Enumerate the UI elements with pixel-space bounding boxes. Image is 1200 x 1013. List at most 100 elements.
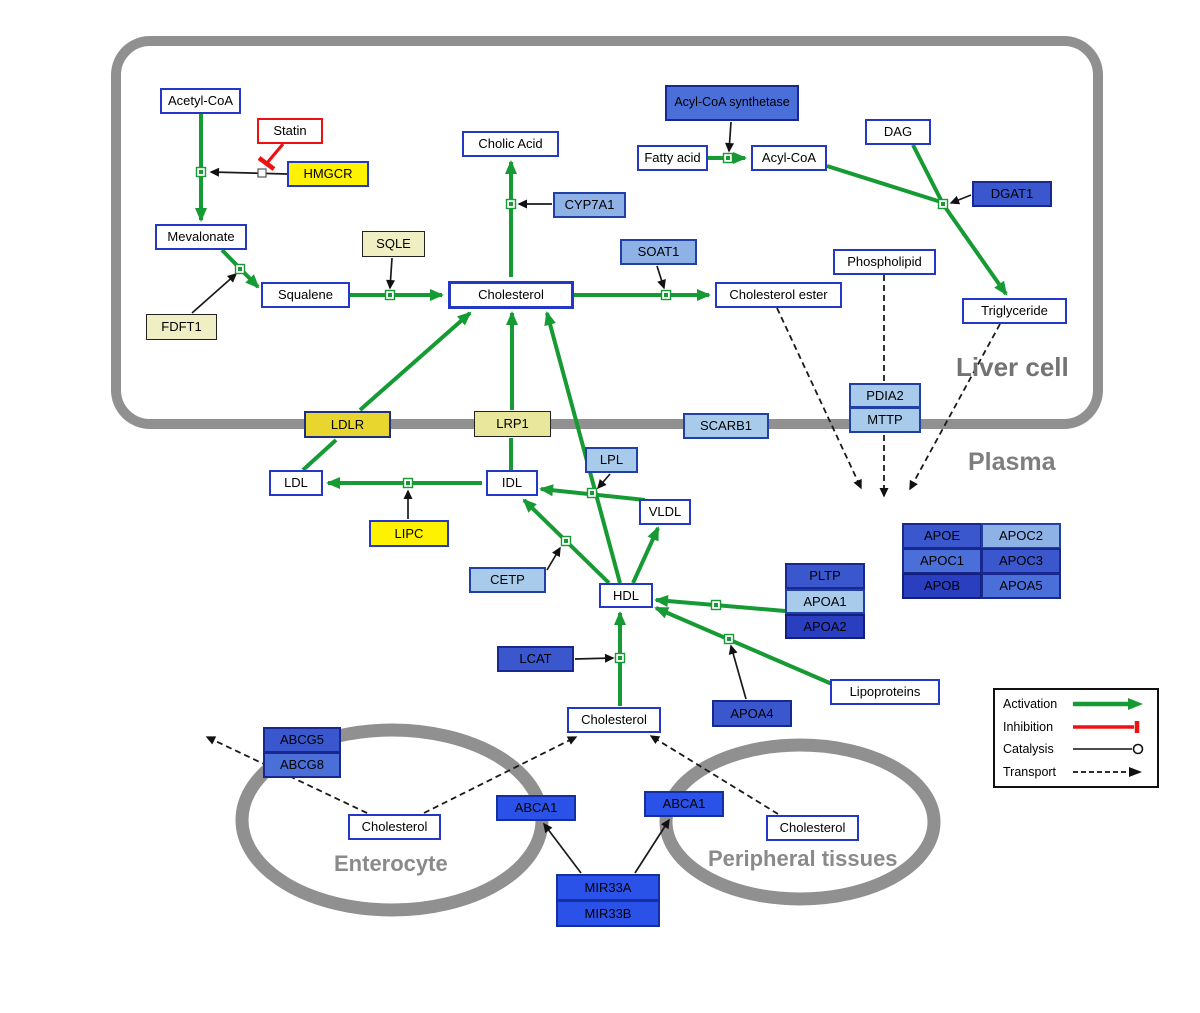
edge-mir33-abca1-enterocyte bbox=[543, 822, 582, 874]
catalysis-edges bbox=[191, 121, 972, 874]
node-acyl-coa-synthetase[interactable]: Acyl-CoA synthetase bbox=[665, 85, 799, 121]
legend-catalysis-label: Catalysis bbox=[1003, 742, 1054, 757]
edge-dgat1-catalysis bbox=[949, 194, 972, 205]
edge-ldl-ldlr bbox=[301, 438, 338, 472]
node-acyl-coa[interactable]: Acyl-CoA bbox=[751, 145, 827, 171]
enterocyte-label: Enterocyte bbox=[334, 851, 448, 876]
node-ldl[interactable]: LDL bbox=[269, 470, 323, 496]
edge-hdl-vldl bbox=[631, 526, 660, 584]
edge-fdft1-catalysis bbox=[191, 273, 238, 314]
catalysis-circle-icon bbox=[1073, 743, 1144, 755]
node-apoc3[interactable]: APOC3 bbox=[981, 548, 1061, 574]
node-mir33b[interactable]: MIR33B bbox=[556, 900, 660, 927]
node-mttp[interactable]: MTTP bbox=[849, 407, 921, 433]
node-dgat1[interactable]: DGAT1 bbox=[972, 181, 1052, 207]
node-cholesterol-liver[interactable]: Cholesterol bbox=[448, 281, 574, 309]
node-fdft1[interactable]: FDFT1 bbox=[146, 314, 217, 340]
node-scarb1[interactable]: SCARB1 bbox=[683, 413, 769, 439]
legend: Activation Inhibition Catalysis Transpor… bbox=[993, 688, 1159, 788]
node-ldlr[interactable]: LDLR bbox=[304, 411, 391, 438]
node-apoa1[interactable]: APOA1 bbox=[785, 589, 865, 614]
edge-lpl-catalysis bbox=[597, 473, 611, 490]
edge-acylcoa-dgat-junction bbox=[826, 164, 942, 204]
node-apoa5[interactable]: APOA5 bbox=[981, 573, 1061, 599]
plasma-label: Plasma bbox=[968, 448, 1056, 476]
edge-triglyceride-secretion bbox=[909, 323, 1001, 491]
node-abcg5[interactable]: ABCG5 bbox=[263, 727, 341, 753]
edge-apoa4-catalysis bbox=[728, 644, 747, 700]
edge-peripheral-cholesterol-efflux-abca1 bbox=[649, 735, 779, 815]
edge-enterocyte-cholesterol-efflux-abca1 bbox=[423, 736, 578, 814]
node-abcg8[interactable]: ABCG8 bbox=[263, 752, 341, 778]
node-idl[interactable]: IDL bbox=[486, 470, 538, 496]
edge-mir33-abca1-peripheral bbox=[634, 818, 670, 874]
node-hmgcr[interactable]: HMGCR bbox=[287, 161, 369, 187]
edge-ldlr-cholesterol bbox=[358, 311, 472, 412]
node-lipc[interactable]: LIPC bbox=[369, 520, 449, 547]
node-soat1[interactable]: SOAT1 bbox=[620, 239, 697, 265]
liver-cell-label: Liver cell bbox=[956, 352, 1069, 382]
reaction-anchor bbox=[586, 487, 598, 499]
node-apob[interactable]: APOB bbox=[902, 573, 982, 599]
liver-cell-membrane bbox=[111, 36, 1103, 429]
node-squalene[interactable]: Squalene bbox=[261, 282, 350, 308]
node-mevalonate[interactable]: Mevalonate bbox=[155, 224, 247, 250]
reaction-anchor bbox=[660, 289, 672, 301]
node-lpl[interactable]: LPL bbox=[585, 447, 638, 473]
legend-row-transport: Transport bbox=[1003, 764, 1149, 780]
node-apoc2[interactable]: APOC2 bbox=[981, 523, 1061, 549]
node-abca1-peripheral[interactable]: ABCA1 bbox=[644, 791, 724, 817]
inhibition-bar-icon bbox=[1073, 720, 1140, 733]
legend-transport-label: Transport bbox=[1003, 764, 1057, 779]
edge-dgat-junction-triglyceride bbox=[943, 205, 1008, 296]
node-apoe[interactable]: APOE bbox=[902, 523, 982, 549]
legend-inhibition-label: Inhibition bbox=[1003, 719, 1054, 734]
node-lcat[interactable]: LCAT bbox=[497, 646, 574, 672]
node-pdia2[interactable]: PDIA2 bbox=[849, 383, 921, 408]
node-abca1-enterocyte[interactable]: ABCA1 bbox=[496, 795, 576, 821]
node-hdl[interactable]: HDL bbox=[599, 583, 653, 608]
reaction-anchor bbox=[384, 289, 396, 301]
node-cholesterol-plasma[interactable]: Cholesterol bbox=[567, 707, 661, 733]
node-cholesterol-enterocyte[interactable]: Cholesterol bbox=[348, 814, 441, 840]
node-fatty-acid[interactable]: Fatty acid bbox=[637, 145, 708, 171]
reaction-anchor bbox=[710, 599, 722, 611]
node-lipoproteins[interactable]: Lipoproteins bbox=[830, 679, 940, 705]
node-dag[interactable]: DAG bbox=[865, 119, 931, 145]
edge-statin-inhibition bbox=[265, 142, 285, 165]
edge-lcat-catalysis bbox=[574, 653, 615, 663]
node-phospholipid[interactable]: Phospholipid bbox=[833, 249, 936, 275]
node-cetp[interactable]: CETP bbox=[469, 567, 546, 593]
peripheral-tissues-label: Peripheral tissues bbox=[708, 846, 898, 871]
node-cholic-acid[interactable]: Cholic Acid bbox=[462, 131, 559, 157]
node-pltp[interactable]: PLTP bbox=[785, 563, 865, 589]
transport-dashed-arrow-icon bbox=[1073, 766, 1142, 777]
node-cholesterol-peripheral[interactable]: Cholesterol bbox=[766, 815, 859, 841]
edge-statin-inhibition-bar bbox=[257, 156, 276, 171]
node-apoa4[interactable]: APOA4 bbox=[712, 700, 792, 727]
reaction-anchor bbox=[937, 198, 949, 210]
legend-row-catalysis: Catalysis bbox=[1003, 741, 1149, 757]
node-apoa2[interactable]: APOA2 bbox=[785, 614, 865, 639]
node-lrp1[interactable]: LRP1 bbox=[474, 411, 551, 437]
inhibition-anchor bbox=[257, 168, 267, 178]
node-cyp7a1[interactable]: CYP7A1 bbox=[553, 192, 626, 218]
reaction-anchor bbox=[723, 633, 735, 645]
activation-arrow-icon bbox=[1073, 698, 1143, 711]
node-mir33a[interactable]: MIR33A bbox=[556, 874, 660, 901]
reaction-anchor bbox=[722, 152, 734, 164]
node-acetyl-coa[interactable]: Acetyl-CoA bbox=[160, 88, 241, 114]
node-apoc1[interactable]: APOC1 bbox=[902, 548, 982, 574]
legend-activation-label: Activation bbox=[1003, 697, 1058, 712]
reaction-anchor bbox=[234, 263, 246, 275]
edge-soat1-catalysis bbox=[656, 265, 666, 290]
legend-row-activation: Activation bbox=[1003, 696, 1149, 712]
node-statin[interactable]: Statin bbox=[257, 118, 323, 144]
node-triglyceride[interactable]: Triglyceride bbox=[962, 298, 1067, 324]
node-vldl[interactable]: VLDL bbox=[639, 499, 691, 525]
node-cholesterol-ester[interactable]: Cholesterol ester bbox=[715, 282, 842, 308]
legend-row-inhibition: Inhibition bbox=[1003, 719, 1149, 735]
node-sqle[interactable]: SQLE bbox=[362, 231, 425, 257]
reaction-anchor bbox=[195, 166, 207, 178]
